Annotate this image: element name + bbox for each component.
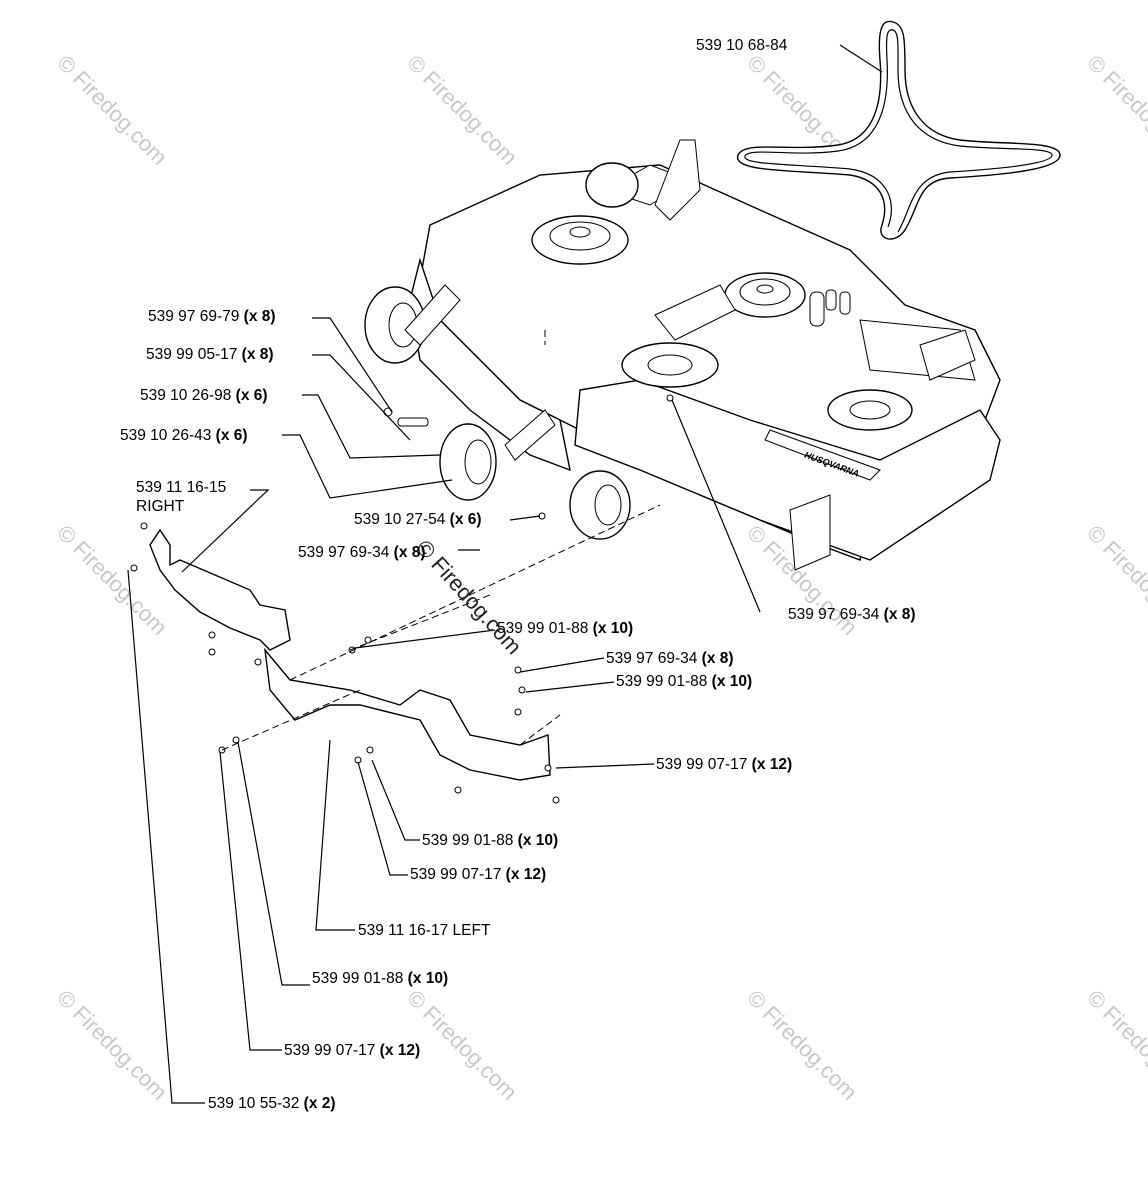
part-quantity: (x 10) xyxy=(592,620,634,637)
assembly-lines xyxy=(221,330,661,751)
part-quantity: (x 8) xyxy=(241,346,274,363)
part-number: 539 99 07-17 xyxy=(284,1042,376,1059)
label-baffle-left: 539 11 16-17 LEFT xyxy=(358,922,490,940)
part-number: 539 97 69-34 xyxy=(788,606,880,623)
part-number: 539 11 16-15 xyxy=(136,479,227,496)
label-locknut-a: 539 97 69-34 (x 8) xyxy=(298,544,426,562)
part-quantity: (x 8) xyxy=(883,606,916,623)
part-quantity: (x 10) xyxy=(711,673,753,690)
drive-belt xyxy=(737,20,1061,240)
part-quantity: (x 12) xyxy=(751,756,793,773)
baffle-right xyxy=(149,528,291,651)
label-washer-a: 539 99 01-88 (x 10) xyxy=(497,620,633,638)
part-number: 539 99 01-88 xyxy=(422,832,514,849)
part-number: 539 97 69-79 xyxy=(148,308,240,325)
part-number: 539 99 05-17 xyxy=(146,346,238,363)
label-bushing: 539 10 26-98 (x 6) xyxy=(140,387,268,405)
baffle-left xyxy=(264,647,551,781)
label-screw-a: 539 99 07-17 (x 12) xyxy=(656,756,792,774)
part-quantity: (x 12) xyxy=(379,1042,421,1059)
label-washer: 539 99 05-17 (x 8) xyxy=(146,346,274,364)
part-number: 539 11 16-17 LEFT xyxy=(358,922,491,939)
label-spacer: 539 97 69-79 (x 8) xyxy=(148,308,276,326)
label-locknut-b: 539 97 69-34 (x 8) xyxy=(788,606,916,624)
part-number: 539 99 01-88 xyxy=(616,673,708,690)
part-number: 539 10 26-43 xyxy=(120,427,212,444)
part-quantity: (x 6) xyxy=(449,511,482,528)
part-number: 539 99 07-17 xyxy=(656,756,748,773)
part-number: 539 10 27-54 xyxy=(354,511,446,528)
label-washer-c: 539 99 01-88 (x 10) xyxy=(422,832,558,850)
part-quantity: (x 8) xyxy=(701,650,734,667)
label-screw-c: 539 99 07-17 (x 12) xyxy=(284,1042,420,1060)
label-pin: 539 10 55-32 (x 2) xyxy=(208,1095,336,1113)
part-number: RIGHT xyxy=(136,498,185,515)
part-number: 539 97 69-34 xyxy=(298,544,390,561)
part-number: 539 10 26-98 xyxy=(140,387,232,404)
mower-deck xyxy=(364,139,1001,571)
label-locknut-c: 539 97 69-34 (x 8) xyxy=(606,650,734,668)
part-quantity: (x 10) xyxy=(407,970,449,987)
label-belt: 539 10 68-84 xyxy=(696,37,787,55)
part-quantity: (x 10) xyxy=(517,832,559,849)
label-screw-b: 539 99 07-17 (x 12) xyxy=(410,866,546,884)
hardware xyxy=(130,394,674,804)
part-number: 539 99 01-88 xyxy=(312,970,404,987)
label-washer-d: 539 99 01-88 (x 10) xyxy=(312,970,448,988)
label-wheel: 539 10 26-43 (x 6) xyxy=(120,427,248,445)
label-baffle-right: 539 11 16-15 xyxy=(136,479,226,497)
part-number: 539 10 55-32 xyxy=(208,1095,300,1112)
part-number: 539 10 68-84 xyxy=(696,37,788,54)
label-baffle-right-side: RIGHT xyxy=(136,498,184,516)
part-quantity: (x 8) xyxy=(393,544,426,561)
label-washer-b: 539 99 01-88 (x 10) xyxy=(616,673,752,691)
part-quantity: (x 6) xyxy=(215,427,248,444)
part-quantity: (x 12) xyxy=(505,866,547,883)
part-number: 539 99 01-88 xyxy=(497,620,589,637)
part-quantity: (x 2) xyxy=(303,1095,336,1112)
leader-lines xyxy=(127,44,883,1104)
part-number: 539 97 69-34 xyxy=(606,650,698,667)
part-quantity: (x 8) xyxy=(243,308,276,325)
part-number: 539 99 07-17 xyxy=(410,866,502,883)
label-bolt: 539 10 27-54 (x 6) xyxy=(354,511,482,529)
part-quantity: (x 6) xyxy=(235,387,268,404)
